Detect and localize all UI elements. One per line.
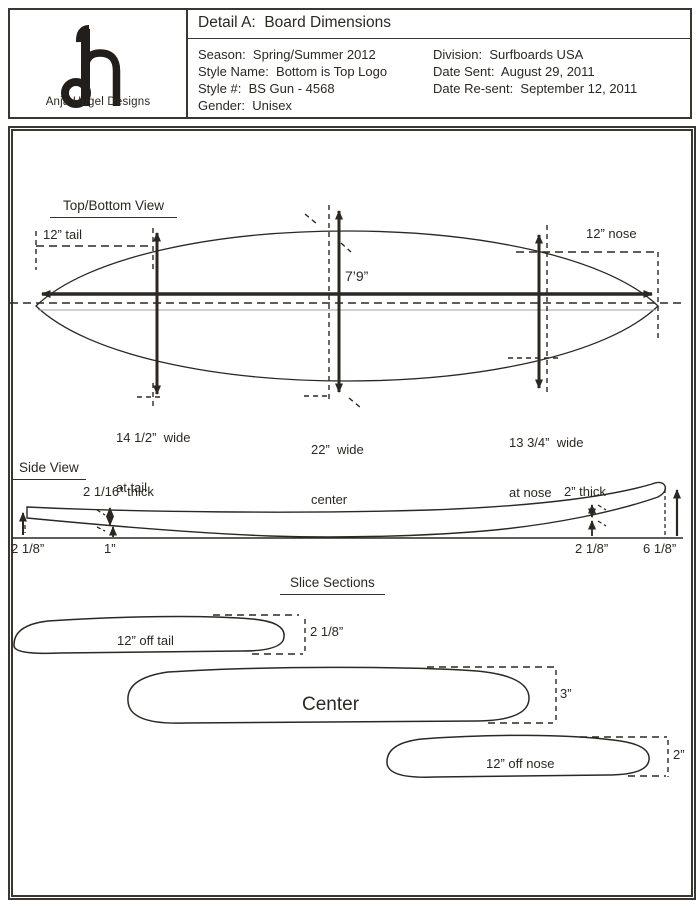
center-width-label: 22” wide center	[311, 408, 364, 526]
nose-slice-thickness: 2”	[673, 747, 685, 762]
center-width-value: 22” wide	[311, 441, 364, 457]
header: Anja Hugel Designs Detail A: Board Dimen…	[8, 8, 692, 119]
header-right: Detail A: Board Dimensions Season: Sprin…	[188, 10, 690, 117]
slice-sections-heading: Slice Sections	[280, 574, 385, 595]
center-slice-thickness: 3”	[560, 686, 572, 701]
info-style-name: Style Name: Bottom is Top Logo	[198, 64, 388, 79]
nose-rocker-label: 2 1/8”	[575, 541, 609, 556]
info-left-column: Season: Spring/Summer 2012 Style Name: B…	[198, 46, 433, 114]
info-right-column: Division: Surfboards USA Date Sent: Augu…	[433, 46, 637, 114]
center-width-sub: center	[311, 492, 348, 508]
info-date-sent: Date Sent: August 29, 2011	[433, 64, 595, 79]
sheet-title: Detail A: Board Dimensions	[188, 10, 690, 39]
info-style-num: Style #: BS Gun - 4568	[198, 81, 335, 96]
info-division: Division: Surfboards USA	[433, 47, 584, 62]
info-gender: Gender: Unisex	[198, 98, 292, 113]
tail-thickness-label: 2 1/16” thick	[83, 484, 154, 499]
nose-offset-label: 12” nose	[586, 226, 637, 241]
side-view-heading: Side View	[12, 459, 86, 480]
nose-width-value: 13 3/4” wide	[509, 434, 584, 450]
nose-lift-label: 6 1/8”	[643, 541, 677, 556]
logo: Anja Hugel Designs	[10, 10, 188, 117]
center-slice-label: Center	[302, 694, 360, 715]
info-season: Season: Spring/Summer 2012	[198, 47, 376, 62]
board-length-label: 7’9”	[345, 268, 369, 284]
tail-offset-label: 12” tail	[43, 227, 83, 242]
nose-width-label: 13 3/4” wide at nose	[509, 401, 583, 519]
tail-slice-thickness: 2 1/8”	[310, 624, 344, 639]
nose-thickness-label: 2” thick	[564, 484, 606, 499]
tail-width-value: 14 1/2” wide	[116, 429, 191, 445]
ah-monogram-icon	[61, 25, 121, 108]
tail-rocker-label: 2 1/8”	[11, 541, 45, 556]
info-date-resent: Date Re-sent: September 12, 2011	[433, 81, 638, 96]
tail-rocker-inner-label: 1”	[104, 541, 116, 556]
tail-slice-label: 12” off tail	[117, 633, 174, 648]
brand-name: Anja Hugel Designs	[45, 96, 151, 108]
info-block: Season: Spring/Summer 2012 Style Name: B…	[188, 39, 690, 114]
nose-slice-label: 12” off nose	[486, 756, 555, 771]
top-view-heading: Top/Bottom View	[50, 197, 178, 218]
